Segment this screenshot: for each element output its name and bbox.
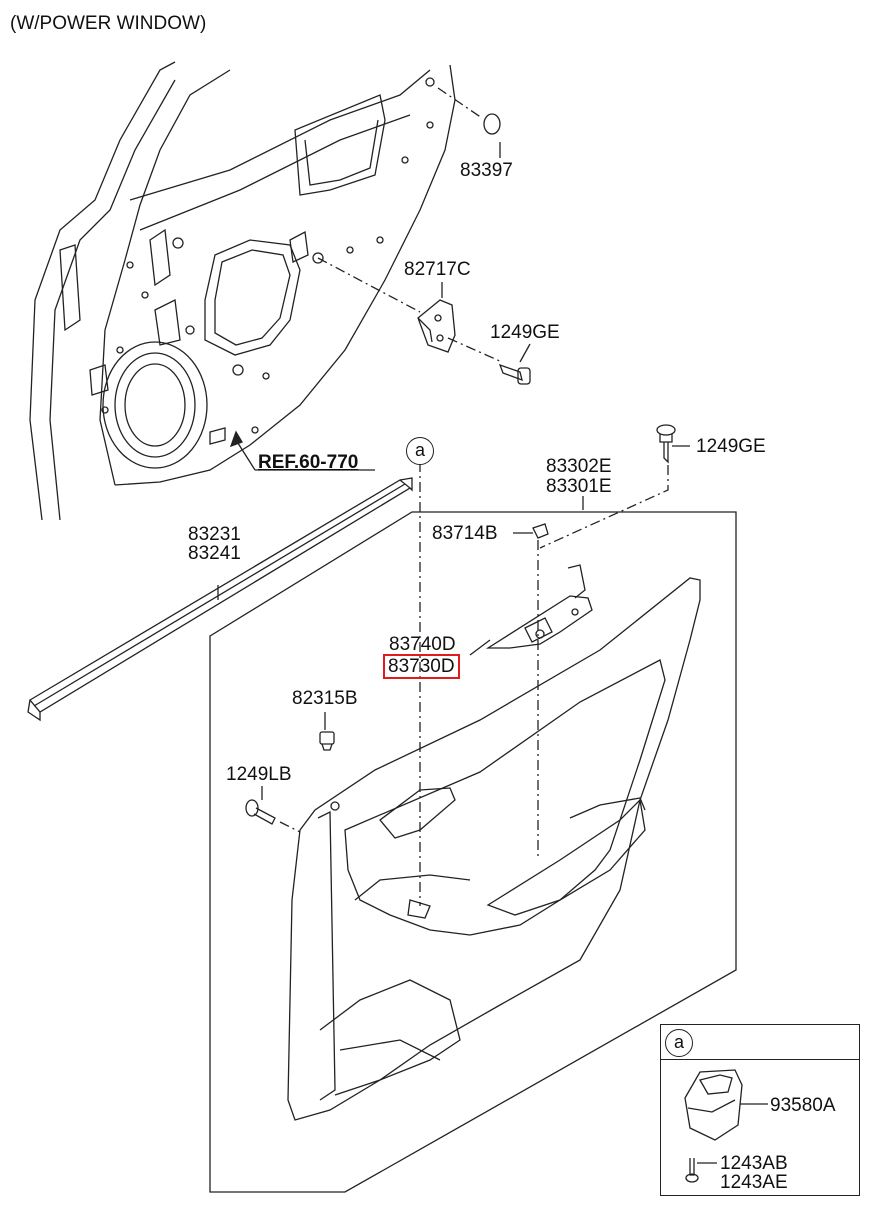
- detail-inset-header: a: [661, 1025, 859, 1060]
- part-label-82717C: 82717C: [404, 259, 471, 280]
- part-label-83302E: 83302E: [546, 456, 612, 477]
- part-label-83241: 83241: [188, 543, 241, 564]
- reference-label: REF.60-770: [258, 452, 359, 473]
- clip-83714B: [532, 523, 549, 539]
- part-label-83714B: 83714B: [432, 523, 498, 544]
- part-label-83730D-highlighted: 83730D: [383, 654, 460, 679]
- screw-1249GE-panel: [656, 424, 676, 464]
- inset-marker-a: a: [665, 1029, 693, 1057]
- part-label-83397: 83397: [460, 160, 513, 181]
- plug-83397: [483, 113, 501, 135]
- ref-arrow: [229, 430, 375, 471]
- part-label-1249GE-panel: 1249GE: [696, 436, 766, 457]
- panel-frame-box: [209, 511, 737, 1193]
- diagram-title: (W/POWER WINDOW): [10, 13, 207, 34]
- part-label-83740D: 83740D: [389, 634, 456, 655]
- part-label-1249GE-top: 1249GE: [490, 322, 560, 343]
- part-label-1243AB: 1243AB: [720, 1153, 788, 1174]
- part-label-82315B: 82315B: [292, 688, 358, 709]
- screw-1249GE-top: [498, 363, 531, 385]
- bracket-82717C: [417, 299, 456, 353]
- detail-inset-a: a: [660, 1024, 860, 1196]
- leader-lines: [279, 87, 669, 906]
- door-frame-drawing: [29, 61, 456, 521]
- callout-marker-a: a: [406, 437, 434, 465]
- power-window-switch-93580A: [684, 1069, 743, 1141]
- part-label-1249LB: 1249LB: [226, 764, 292, 785]
- screw-1249LB: [245, 799, 276, 825]
- weatherstrip-83231: [27, 477, 413, 722]
- leader-solid: [217, 142, 768, 1164]
- part-label-93580A: 93580A: [770, 1095, 836, 1116]
- screw-1243AB: [685, 1158, 699, 1183]
- inner-handle-assy: [485, 564, 593, 649]
- door-trim-panel: [287, 577, 701, 1121]
- part-label-83301E: 83301E: [546, 476, 612, 497]
- clip-82315B: [319, 731, 335, 751]
- part-label-1243AE: 1243AE: [720, 1172, 788, 1193]
- part-label-83231: 83231: [188, 524, 241, 545]
